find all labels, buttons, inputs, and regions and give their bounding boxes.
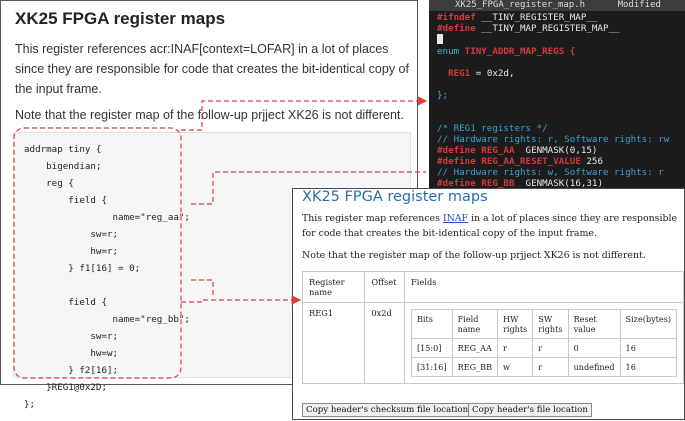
field-row: [31:16] REG_BB w r undefined 16 xyxy=(410,357,678,377)
rendered-view: XK25 FPGA register maps This register ma… xyxy=(292,188,685,420)
field-column-header: Size(bytes) xyxy=(619,309,678,339)
table-header-row: Register name Offset Fields xyxy=(301,271,685,303)
editor-line xyxy=(437,101,685,112)
column-header: Fields xyxy=(403,271,685,303)
column-header: Offset xyxy=(364,271,405,303)
field-cell: 16 xyxy=(619,338,678,358)
field-column-header: HW rights xyxy=(497,309,534,339)
editor-line xyxy=(437,112,685,123)
editor-line xyxy=(437,34,685,46)
editor-line: #define REG_BB GENMASK(16,31) xyxy=(437,178,603,189)
editor-line: REG1 = 0x2d, xyxy=(448,68,515,79)
inaf-link[interactable]: INAF xyxy=(442,213,469,224)
editor-status: Modified xyxy=(617,0,661,10)
field-cell: r xyxy=(532,357,569,377)
header-editor[interactable]: XK25_FPGA_register_map.h Modified #ifnde… xyxy=(429,0,685,210)
field-cell: [15:0] xyxy=(410,338,453,358)
column-header: Register name xyxy=(301,271,366,303)
para-text: This register map references xyxy=(302,213,443,224)
field-cell: REG_AA xyxy=(451,338,499,358)
editor-line: // Hardware rights: w, Software rights: … xyxy=(437,167,664,178)
markdown-paragraph-2: Note that the register map of the follow… xyxy=(15,108,404,122)
field-row: [15:0] REG_AA r r 0 16 xyxy=(410,338,678,358)
register-table: Register name Offset Fields REG1 0x2d Bi… xyxy=(301,271,685,384)
editor-code[interactable]: #ifndef __TINY_REGISTER_MAP__#define __T… xyxy=(429,11,685,189)
copy-file-location-button[interactable]: Copy header's file location xyxy=(468,403,592,417)
editor-title-bar: XK25_FPGA_register_map.h Modified xyxy=(429,0,685,11)
editor-line: #define __TINY_MAP_REGISTER_MAP__ xyxy=(437,23,620,34)
editor-line: enum TINY_ADDR_MAP_REGS { xyxy=(437,46,576,57)
editor-line xyxy=(437,79,685,90)
field-cell: undefined xyxy=(567,357,621,377)
fields-header-row: Bits Field name HW rights SW rights Rese… xyxy=(410,309,678,339)
field-column-header: Field name xyxy=(451,309,499,339)
editor-line xyxy=(437,57,685,68)
field-column-header: Bits xyxy=(410,309,453,339)
editor-line: /* REG1 registers */ xyxy=(437,123,548,134)
fields-cell: Bits Field name HW rights SW rights Rese… xyxy=(403,302,685,384)
editor-filename: XK25_FPGA_register_map.h xyxy=(455,0,586,10)
field-cell: [31:16] xyxy=(410,357,453,377)
field-column-header: Reset value xyxy=(567,309,621,339)
text-cursor xyxy=(437,34,443,44)
editor-line: // Hardware rights: r, Software rights: … xyxy=(437,134,670,145)
rendered-paragraph-1: This register map references INAF in a l… xyxy=(302,211,682,241)
field-cell: w xyxy=(497,357,534,377)
field-cell: r xyxy=(532,338,569,358)
fields-table: Bits Field name HW rights SW rights Rese… xyxy=(410,309,678,377)
table-row: REG1 0x2d Bits Field name HW rights SW r… xyxy=(301,302,685,384)
field-cell: 16 xyxy=(619,357,678,377)
markdown-paragraph-1: This register references acr:INAF[contex… xyxy=(15,42,409,96)
copy-checksum-location-button[interactable]: Copy header's checksum file location xyxy=(302,403,473,417)
editor-line: #ifndef __TINY_REGISTER_MAP__ xyxy=(437,12,598,23)
field-cell: r xyxy=(497,338,534,358)
markdown-title: XK25 FPGA register maps xyxy=(15,9,226,28)
editor-line: #define REG_AA_RESET_VALUE 256 xyxy=(437,156,603,167)
para-text: in a lot of places since they are respon… xyxy=(302,213,678,239)
rendered-title: XK25 FPGA register maps xyxy=(302,189,488,205)
field-cell: REG_BB xyxy=(451,357,499,377)
editor-line: #define REG_AA GENMASK(0,15) xyxy=(437,145,598,156)
register-name-cell: REG1 xyxy=(301,302,366,384)
field-column-header: SW rights xyxy=(532,309,569,339)
editor-line: }; xyxy=(437,90,449,101)
field-cell: 0 xyxy=(567,338,621,358)
offset-cell: 0x2d xyxy=(364,302,405,384)
rendered-paragraph-2: Note that the register map of the follow… xyxy=(302,250,646,261)
